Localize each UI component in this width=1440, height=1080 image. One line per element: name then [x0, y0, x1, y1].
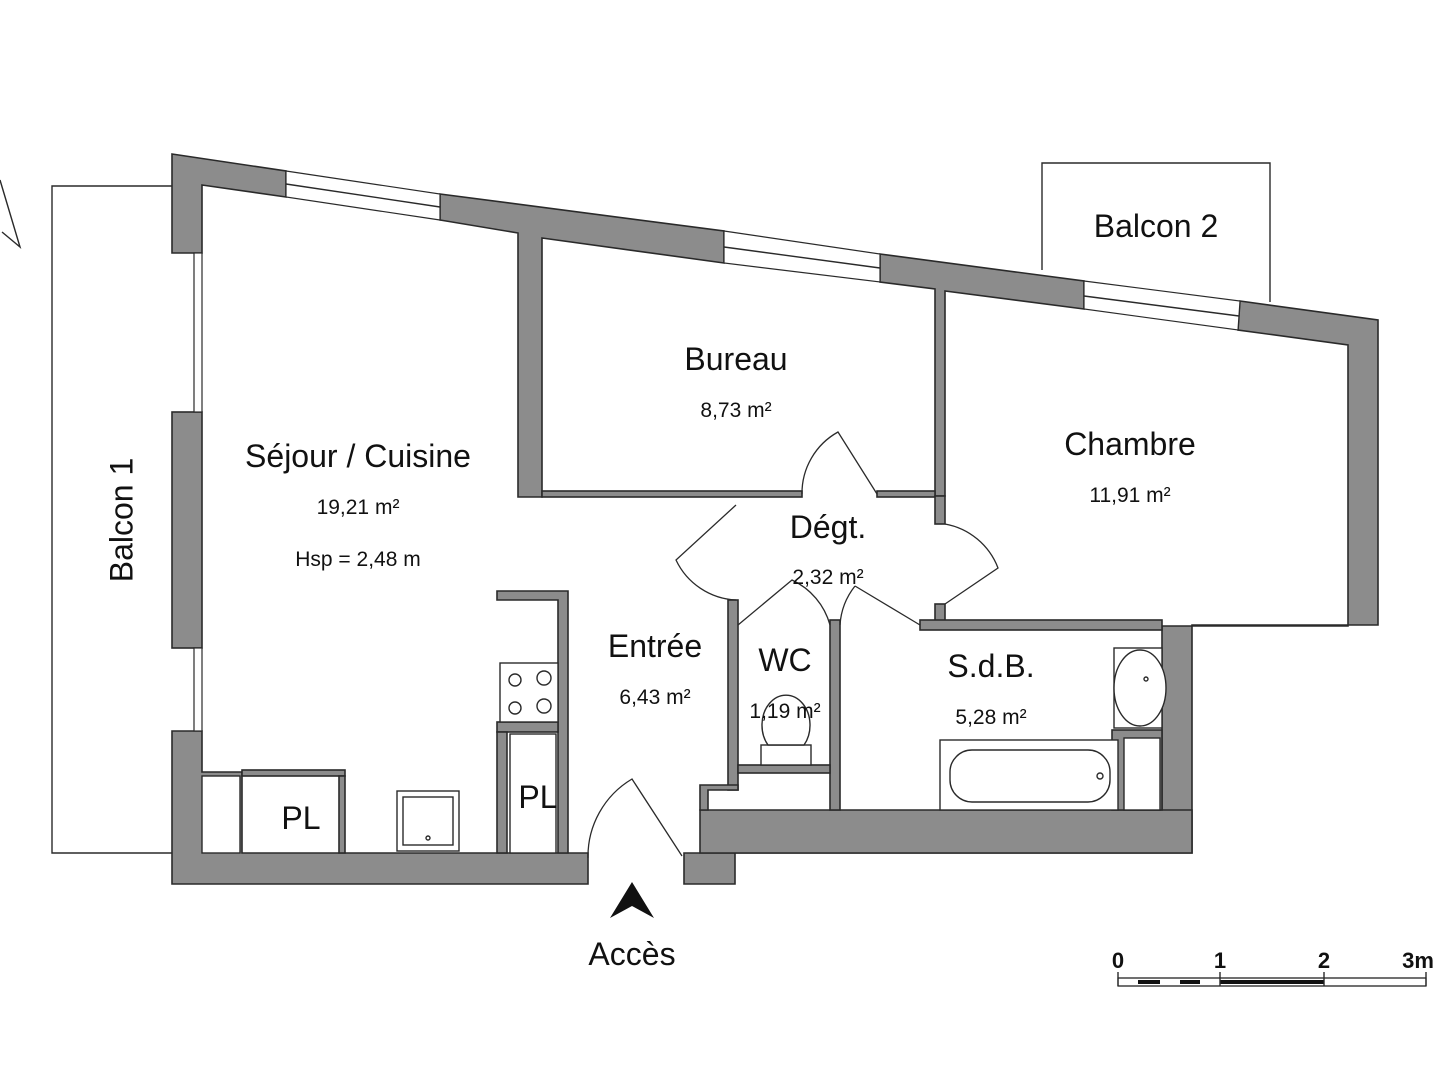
storage-pl-right-label: PL	[518, 779, 557, 815]
access-label: Accès	[588, 936, 675, 972]
storage-pl-left-label: PL	[281, 800, 320, 836]
sejour-door-icon	[675, 504, 737, 601]
balcon-2-outline	[1041, 162, 1271, 302]
scale-label-0: 0	[1112, 948, 1124, 973]
balcon-1-outline	[51, 185, 172, 854]
entree-area: 6,43 m²	[619, 686, 690, 709]
wc-label: WC	[758, 642, 811, 678]
sdb-door-icon	[839, 585, 921, 626]
chambre-door-icon	[944, 523, 999, 605]
exterior-walls	[171, 153, 1379, 885]
entree-label: Entrée	[608, 628, 702, 664]
entry-door-icon	[587, 778, 683, 859]
bureau-label: Bureau	[684, 341, 787, 377]
cooktop-icon	[499, 662, 559, 723]
toilet-icon	[760, 744, 812, 766]
sejour-ceiling-height: Hsp = 2,48 m	[295, 548, 420, 571]
degagement-label: Dégt.	[790, 509, 866, 545]
chambre-area: 11,91 m²	[1089, 484, 1170, 507]
north-arrow-icon	[0, 179, 22, 250]
bureau-door-icon	[801, 431, 878, 495]
scale-bar: 0 1 2 3m	[1112, 948, 1434, 987]
chambre-label: Chambre	[1064, 426, 1196, 462]
sdb-label: S.d.B.	[947, 648, 1034, 684]
wc-door-icon	[737, 579, 831, 626]
scale-label-3: 3m	[1402, 948, 1434, 973]
scale-label-2: 2	[1318, 948, 1330, 973]
sejour-label: Séjour / Cuisine	[245, 438, 471, 474]
access-arrow-icon	[610, 882, 654, 918]
windows	[193, 170, 1241, 732]
degagement-area: 2,32 m²	[792, 566, 863, 589]
sdb-area: 5,28 m²	[955, 706, 1026, 729]
balcon-1-label: Balcon 1	[103, 458, 139, 583]
doors	[587, 431, 999, 859]
wc-area: 1,19 m²	[749, 700, 820, 723]
balcon-2-label: Balcon 2	[1094, 208, 1219, 244]
scale-label-1: 1	[1214, 948, 1226, 973]
sejour-area: 19,21 m²	[317, 496, 400, 519]
bureau-area: 8,73 m²	[700, 399, 771, 422]
fixtures	[201, 647, 1167, 854]
